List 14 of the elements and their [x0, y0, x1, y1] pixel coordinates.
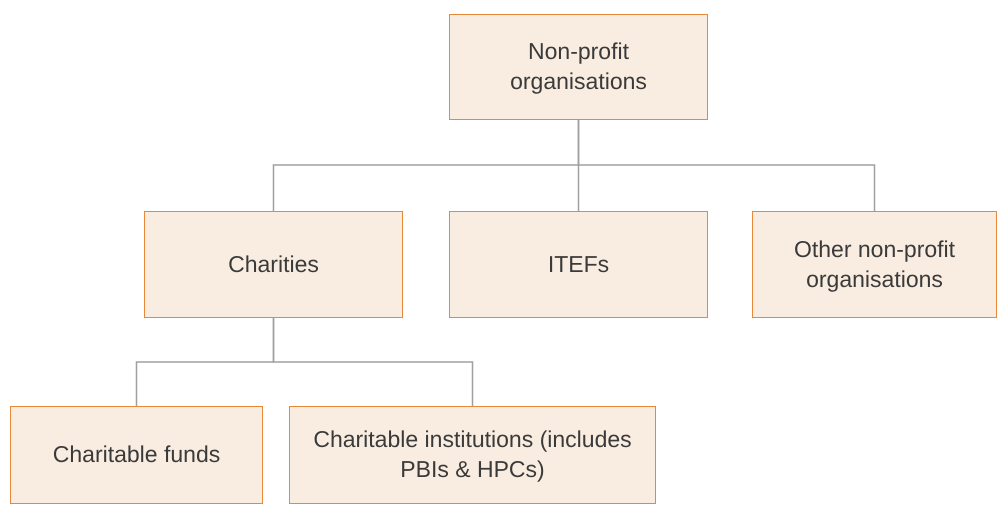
org-box: [144, 211, 403, 318]
org-box: [449, 14, 708, 120]
org-box: [449, 211, 708, 318]
connector-line: [272, 318, 474, 406]
connector-line: [578, 120, 876, 211]
box-label: Other non-profit organisations: [792, 234, 956, 294]
org-box: [289, 406, 656, 504]
box-label: Charitable institutions (includes PBIs & HPCs): [312, 425, 633, 484]
box-label: ITEFs: [548, 250, 610, 279]
box-label: Non-profit organisations: [509, 37, 648, 96]
org-box: [10, 406, 263, 504]
box-label: Charitable funds: [52, 440, 220, 470]
box-label: Charities: [228, 250, 319, 279]
org-box: [752, 211, 997, 318]
